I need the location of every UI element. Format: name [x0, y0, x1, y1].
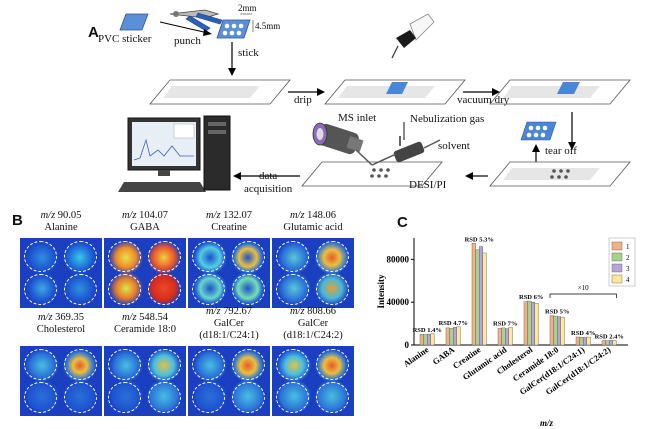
bar	[423, 334, 428, 346]
bar	[456, 326, 461, 346]
bar	[575, 336, 580, 346]
legend-swatch	[611, 241, 623, 251]
rsd-label: RSD 4%	[571, 330, 595, 337]
rsd-label: RSD 6%	[519, 294, 543, 301]
label-dim-height: 4.5mm	[255, 21, 281, 31]
rsd-label: RSD 5.3%	[465, 236, 494, 243]
slide-5	[301, 161, 443, 187]
bar	[427, 333, 432, 346]
label-drip: drip	[294, 94, 312, 106]
bar	[478, 246, 483, 346]
rsd-label: RSD 5%	[545, 309, 569, 316]
bar	[527, 300, 532, 346]
ms-image-glutamic-acid	[272, 238, 354, 308]
panel-a-diagram	[118, 9, 631, 192]
legend-label: 1	[626, 243, 630, 251]
y-tick-label: 40000	[387, 297, 410, 307]
bar	[504, 328, 509, 346]
ms-image-cholesterol	[20, 346, 102, 416]
panel-b-letter: B	[12, 212, 23, 229]
bar	[556, 316, 561, 346]
panel-a-letter: A	[88, 24, 99, 41]
bar	[601, 340, 606, 346]
ms-image-alanine	[20, 238, 102, 308]
rsd-label: RSD 4.7%	[439, 320, 468, 327]
legend-swatch	[611, 263, 623, 273]
desi-sprayer-icon	[355, 122, 441, 166]
bar	[471, 243, 476, 346]
ms-image-ceramide	[104, 346, 186, 416]
bar	[608, 340, 613, 346]
ms-image-galcer-c24-2	[272, 346, 354, 416]
label-data-acquisition: data acquisition	[244, 170, 293, 195]
bar	[534, 303, 539, 346]
rsd-label: RSD 1.4%	[413, 327, 442, 334]
legend-label: 2	[626, 254, 630, 262]
rsd-label: RSD 7%	[493, 320, 517, 327]
bar	[445, 327, 450, 346]
y-axis-label: Intensity	[376, 274, 386, 309]
computer-icon	[118, 115, 231, 192]
bar	[586, 336, 591, 346]
label-desi-pi: DESI/PI	[409, 179, 447, 191]
bar	[612, 340, 617, 346]
legend-label: 3	[626, 265, 630, 273]
label-dim-width: 2mm	[238, 3, 257, 13]
bar	[497, 328, 502, 346]
label-tear-off: tear off	[545, 145, 577, 157]
bar	[452, 327, 457, 346]
ms-image-galcer-c24-1	[188, 346, 270, 416]
x-axis-label: m/z	[540, 418, 554, 428]
scale-annotation: ×10	[578, 284, 589, 292]
label-nebulization-gas: Nebulization gas	[410, 113, 485, 125]
bar	[501, 327, 506, 346]
bar	[419, 334, 424, 346]
dropper-icon	[391, 13, 435, 59]
bar	[530, 301, 535, 346]
legend-label: 4	[626, 276, 630, 284]
label-punch: punch	[174, 35, 201, 47]
label-stick: stick	[238, 47, 259, 59]
legend-swatch	[611, 252, 623, 262]
y-tick-label: 80000	[387, 254, 410, 264]
bar	[508, 327, 513, 346]
punch-icon	[169, 9, 223, 32]
bar	[582, 337, 587, 346]
legend-swatch	[611, 274, 623, 284]
pvc-sticker-shape	[119, 13, 149, 31]
y-tick-label: 0	[405, 340, 410, 350]
label-vacuum-dry: vacuum dry	[457, 94, 510, 106]
bar	[523, 301, 528, 346]
bar	[430, 333, 435, 346]
ms-image-creatine	[188, 238, 270, 308]
punched-sticker-shape	[216, 19, 251, 39]
bar	[549, 315, 554, 346]
ms-image-gaba	[104, 238, 186, 308]
rsd-label: RSD 2.4%	[595, 333, 624, 340]
panel-c-letter: C	[397, 214, 408, 231]
label-ms-inlet: MS inlet	[338, 112, 377, 124]
label-pvc-sticker: PVC sticker	[98, 33, 152, 45]
ms-inlet-icon	[312, 122, 364, 155]
bar	[553, 315, 558, 346]
bar	[560, 316, 565, 346]
bar	[449, 328, 454, 346]
torn-sticker-shape	[520, 121, 557, 141]
bar	[475, 249, 480, 346]
scale-bracket	[549, 293, 617, 298]
bar	[482, 252, 487, 346]
label-solvent: solvent	[438, 140, 470, 152]
